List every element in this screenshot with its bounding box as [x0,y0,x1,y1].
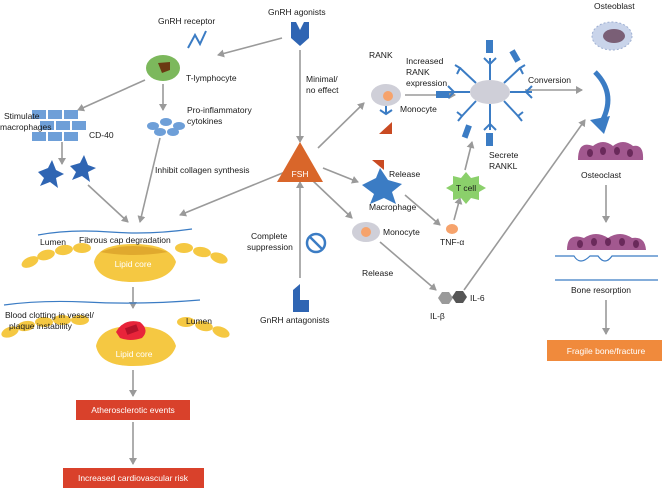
release-top-label: Release [389,169,420,179]
lipid-core-bottom-label: Lipid core [116,349,153,359]
rank-expression-label: RANK [406,67,430,77]
arrow-agonist-to-receptor [217,37,283,58]
fibrous-cap-label: Fibrous cap degradation [79,235,171,245]
macrophage-left-icon [38,160,64,188]
blood-clotting-label: Blood clotting in vessel/ [5,310,94,320]
arrows [58,37,610,465]
tnf-label: TNF-α [440,237,464,247]
arrow-macrophages-to-cap [87,184,129,223]
tnf-icon [446,224,458,234]
arrow-tnf-to-tcell [453,197,463,221]
increased-label: Increased [406,56,444,66]
release-mid-label: Release [362,268,393,278]
gnrh-antagonist-icon [293,284,309,312]
osteoclast-cell [578,142,644,160]
conversion-label: Conversion [528,75,571,85]
atherosclerotic-text: Atherosclerotic events [91,405,175,415]
plaque-instability-label: plaque instability [9,321,73,331]
complete-label: Complete [251,231,288,241]
macrophage-right-icon [70,155,96,182]
cd40-blocks [32,110,86,141]
monocyte-top-label: Monocyte [400,104,437,114]
arrow-fsh-to-cap [179,171,286,217]
arrow-fsh-to-monocyte [311,179,353,219]
cd40-label: CD-40 [89,130,114,140]
t-lymphocyte-label: T-lymphocyte [186,73,237,83]
lumen-bottom-label: Lumen [186,316,212,326]
vessel-bottom [1,299,230,366]
arrow-macrophage-to-tnf [404,194,441,226]
monocyte-mid-nucleus [361,227,371,237]
rankl-triangle-icon [379,122,392,134]
fsh-label: FSH [292,169,309,179]
stimulate-label: Stimulate [4,111,40,121]
arrow-il-to-osteoclast [463,119,586,291]
macrophages-label: macrophages [0,122,52,132]
secrete-label: Secrete [489,150,519,160]
t-lymphocyte-nucleus [158,62,170,73]
inhibit-collagen-label: Inhibit collagen synthesis [155,165,250,175]
no-effect-label: no effect [306,85,339,95]
il6-icon [452,291,467,303]
t-cell-icon [446,172,486,204]
bone-resorption-label: Bone resorption [571,285,631,295]
gnrh-antagonists-label: GnRH antagonists [260,315,329,325]
cytokines-label: cytokines [187,116,222,126]
fragile-bone-box [547,340,662,361]
osteoclast-label: Osteoclast [581,170,622,180]
rank-monocyte-nucleus [383,91,393,101]
osteoblast-label: Osteoblast [594,1,635,11]
minimal-effect-label: Minimal/ [306,74,338,84]
cardiovascular-risk-box [63,468,204,488]
il6-label: IL-6 [470,293,485,303]
macrophage-label: Macrophage [369,202,417,212]
prohibition-icon [305,232,327,254]
cardiovascular-risk-text: Increased cardiovascular risk [78,473,189,483]
il-beta-label: IL-β [430,311,445,321]
arrow-tcell-to-rank [464,141,475,171]
atherosclerotic-box [76,400,190,420]
arrow-monocyte-to-il [379,241,437,291]
t-cell-label: T cell [456,183,476,193]
lumen-top-label: Lumen [40,237,66,247]
pro-inflammatory-label: Pro-inflammatory [187,105,252,115]
expression-label: expression [406,78,447,88]
rank-label: RANK [369,50,393,60]
arrow-fsh-to-macrophage [322,167,359,184]
gnrh-receptor-icon [187,30,207,49]
release-triangle-icon [372,160,384,170]
curved-osteoblast-arrowhead [590,116,610,134]
monocyte-mid-label: Monocyte [383,227,420,237]
arrow-tlymph-to-cd40 [77,79,146,112]
rankl-label: RANKL [489,161,518,171]
rank-receptor-icon [379,106,393,116]
fsh-triangle [277,142,323,182]
vessel-top [21,228,228,282]
suppression-label: suppression [247,242,293,252]
lipid-core-top-label: Lipid core [115,259,152,269]
fragile-bone-text: Fragile bone/fracture [567,346,646,356]
arrow-cytokines-to-cap [137,137,161,223]
bone-resorption-graphic [555,234,658,281]
gnrh-agonist-icon [291,22,309,46]
rank-expressing-cell [436,40,533,146]
cytokines-icon [147,118,185,136]
macrophage-center-icon [362,168,402,204]
gnrh-agonists-label: GnRH agonists [268,7,326,17]
gnrh-receptor-label: GnRH receptor [158,16,215,26]
arrow-fsh-to-rank [317,102,365,149]
il-beta-icon [438,292,453,304]
osteoblast-nucleus [603,29,625,43]
